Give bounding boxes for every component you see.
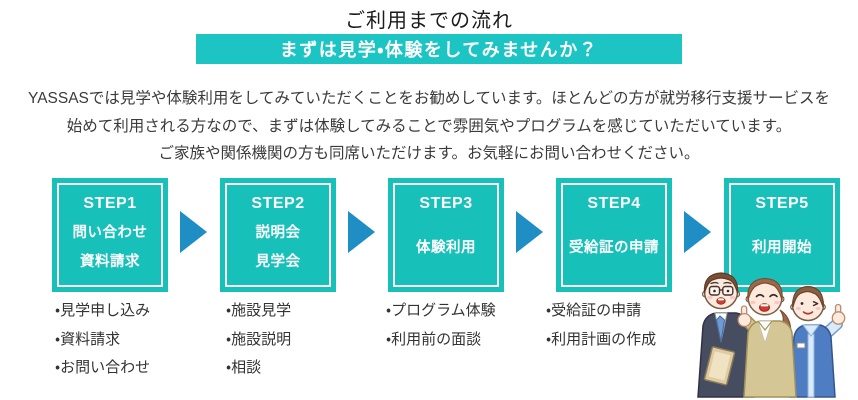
step-line: 利用開始 (752, 239, 812, 256)
banner-text: まずは見学・体験をしてみませんか？ (279, 40, 599, 60)
woman-in-suit-illustration (737, 277, 797, 398)
step-label: STEP3 (419, 195, 473, 212)
banner: まずは見学・体験をしてみませんか？ (196, 34, 682, 64)
intro-paragraph: YASSASでは見学や体験利用をしてみていただくことをお勧めしています。ほとんど… (0, 85, 858, 168)
flow-arrow-icon (684, 211, 711, 253)
intro-line-2: 始めて利用される方なので、まずは体験してみることで雰囲気やプログラムを感じていた… (66, 117, 792, 135)
step-box-4-inner: STEP4 受給証の申請 (561, 183, 667, 287)
step-box-1-inner: STEP1 問い合わせ 資料請求 (57, 183, 163, 287)
list-item: ・利用計画の作成 (546, 330, 657, 348)
step-box-2-inner: STEP2 説明会 見学会 (225, 183, 331, 287)
step-label: STEP5 (755, 195, 809, 212)
step-line: 受給証の申請 (569, 239, 659, 256)
step-box-5-inner: STEP5 利用開始 (729, 183, 835, 287)
list-item: ・受給証の申請 (546, 302, 642, 319)
step-details-list-3: ・プログラム体験 ・利用前の面談 (386, 297, 496, 354)
step-box-3-inner: STEP3 体験利用 (393, 183, 499, 287)
list-item: ・相談 (226, 359, 262, 376)
step-line: 体験利用 (416, 239, 476, 256)
step-box-3: STEP3 体験利用 (388, 178, 504, 292)
step-line: 見学会 (255, 254, 301, 270)
list-item: ・プログラム体験 (386, 302, 496, 319)
step-label: STEP4 (587, 195, 641, 212)
step-line: 問い合わせ (72, 225, 148, 241)
step-details-list-2: ・施設見学 ・施設説明 ・相談 (226, 297, 291, 383)
page-title: ご利用までの流れ (345, 10, 513, 32)
staff-illustration (697, 272, 846, 398)
step-details-list-4: ・受給証の申請 ・利用計画の作成 (546, 297, 656, 354)
step-details-list-1: ・見学申し込み ・資料請求 ・お問い合わせ (55, 297, 150, 383)
step-label: STEP1 (83, 195, 137, 212)
list-item: ・お問い合わせ (55, 359, 151, 376)
list-item: ・資料請求 (55, 330, 121, 348)
list-item: ・施設見学 (226, 302, 292, 319)
list-item: ・見学申し込み (55, 302, 151, 319)
flow-arrow-icon (516, 211, 543, 253)
step-line: 資料請求 (80, 254, 140, 270)
man-in-vest-illustration (789, 285, 846, 398)
list-item: ・利用前の面談 (386, 330, 482, 348)
flow-arrow-icon (180, 211, 207, 253)
intro-line-1: YASSASでは見学や体験利用をしてみていただくことをお勧めしています。ほとんど… (28, 90, 830, 107)
step-box-1: STEP1 問い合わせ 資料請求 (52, 178, 168, 292)
list-item: ・施設説明 (226, 330, 292, 348)
flow-arrow-icon (348, 211, 375, 253)
step-box-2: STEP2 説明会 見学会 (220, 178, 336, 292)
step-box-4: STEP4 受給証の申請 (556, 178, 672, 292)
step-label: STEP2 (251, 195, 305, 212)
step-line: 説明会 (255, 225, 301, 241)
intro-line-3: ご家族や関係機関の方も同席いただけます。お気軽にお問い合わせください。 (158, 145, 700, 162)
step-box-5: STEP5 利用開始 (724, 178, 840, 292)
